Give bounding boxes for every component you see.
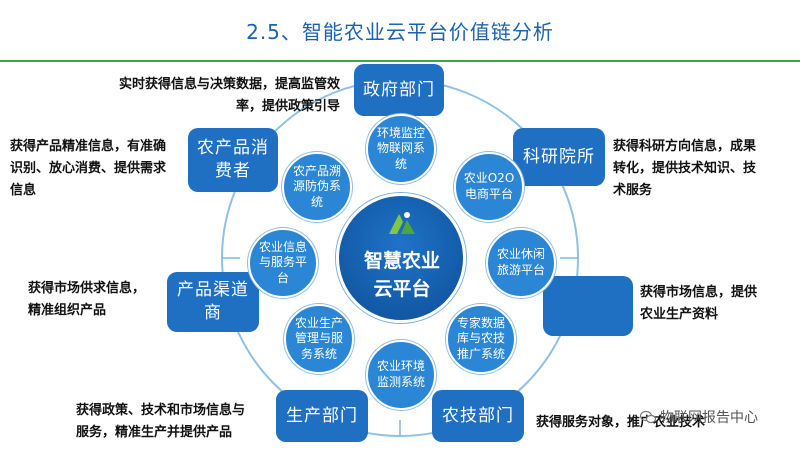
agri-leaf-logo-icon	[389, 212, 415, 234]
pod-o2o-platform[interactable]: 农业O2O电商平台	[454, 152, 524, 222]
pod-label: 农业休闲旅游平台	[496, 247, 545, 277]
desc-research: 获得科研方向信息，成果 转化，提供技术知识、技 术服务	[613, 136, 793, 202]
desc-line: 实时获得信息与决策数据，提高监管效	[118, 77, 340, 92]
desc-line: 获得服务对象，推广农业技术	[536, 415, 706, 430]
wechat-icon	[640, 410, 656, 424]
desc-line: 精准组织产品	[28, 303, 107, 319]
node-consumers[interactable]: 农产品消费者	[188, 128, 278, 192]
node-research[interactable]: 科研院所	[513, 128, 605, 186]
watermark-text: 物联网报告中心	[660, 410, 758, 426]
hub-platform[interactable]: 智慧农业 云平台	[336, 193, 466, 323]
desc-production: 获得政策、技术和市场信息与 服务，精准生产并提供产品	[76, 400, 276, 444]
desc-line: 农业生产资料	[640, 307, 719, 323]
node-supply[interactable]	[543, 276, 633, 336]
title-divider	[0, 60, 800, 62]
hub-label-line1: 智慧农业	[363, 250, 440, 272]
node-agritech[interactable]: 农技部门	[432, 390, 524, 442]
pod-label: 农业环境监测系统	[376, 359, 425, 389]
desc-line: 获得产品精准信息，有准确	[10, 139, 167, 154]
page-title: 2.5、智能农业云平台价值链分析	[246, 20, 554, 44]
desc-line: 转化，提供技术知识、技	[613, 161, 757, 177]
pod-label: 农业O2O电商平台	[463, 171, 515, 201]
desc-line: 服务，精准生产并提供产品	[76, 425, 233, 441]
desc-line: 获得市场供求信息，	[28, 281, 146, 296]
desc-channel: 获得市场供求信息， 精准组织产品	[28, 278, 168, 322]
desc-line: 率，提供政策引导	[235, 99, 340, 115]
pod-label: 农业生产管理与服务系统	[294, 315, 343, 361]
desc-line: 术服务	[613, 183, 653, 199]
pod-label: 专家数据库与农技推广系统	[456, 315, 505, 361]
pod-expert-system[interactable]: 专家数据库与农技推广系统	[446, 304, 516, 374]
desc-line: 获得政策、技术和市场信息与	[76, 403, 246, 418]
desc-agritech: 获得服务对象，推广农业技术	[536, 412, 722, 434]
node-government[interactable]: 政府部门	[354, 64, 444, 116]
pod-label: 农产品溯源防伪系统	[292, 163, 341, 209]
hub-label: 智慧农业 云平台	[353, 248, 451, 303]
watermark: 物联网报告中心	[640, 407, 758, 427]
desc-government: 实时获得信息与决策数据，提高监管效 率，提供政策引导	[60, 74, 340, 118]
hub-label-line2: 云平台	[373, 277, 431, 300]
pod-info-platform[interactable]: 农业信息与服务平台	[248, 228, 318, 298]
desc-supply: 获得市场信息，提供 农业生产资料	[640, 282, 796, 326]
desc-consumers: 获得产品精准信息，有准确 识别、放心消费、提供需求 信息	[10, 136, 186, 202]
pod-iot-system[interactable]: 环境监控物联网系统	[366, 114, 436, 184]
pod-tourism-platform[interactable]: 农业休闲旅游平台	[486, 228, 556, 298]
pod-management-system[interactable]: 农业生产管理与服务系统	[284, 304, 354, 374]
desc-line: 识别、放心消费、提供需求	[10, 161, 167, 177]
node-production[interactable]: 生产部门	[276, 390, 368, 442]
desc-line: 信息	[10, 183, 37, 199]
desc-line: 获得市场信息，提供	[640, 285, 758, 300]
pod-trace-system[interactable]: 农产品溯源防伪系统	[282, 152, 352, 222]
desc-line: 获得科研方向信息，成果	[613, 139, 757, 154]
pod-label: 环境监控物联网系统	[376, 125, 425, 171]
pod-label: 农业信息与服务平台	[258, 239, 307, 285]
pod-env-monitoring[interactable]: 农业环境监测系统	[366, 340, 436, 410]
node-channel[interactable]: 产品渠道商	[167, 272, 259, 332]
